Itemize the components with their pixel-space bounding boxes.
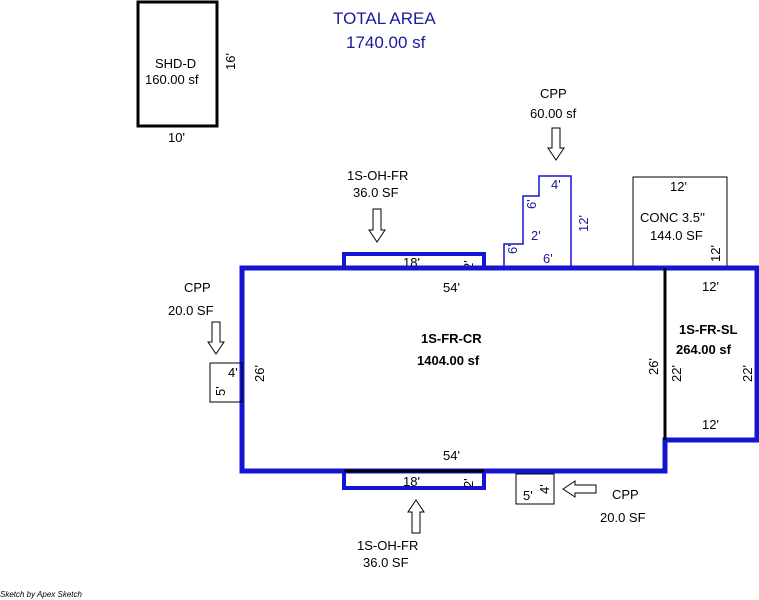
total-area-value: 1740.00 sf: [346, 33, 426, 52]
footer-credit: Sketch by Apex Sketch: [0, 590, 83, 599]
main-area: 1404.00 sf: [417, 353, 480, 368]
sl-dim-bottom: 12': [702, 417, 719, 432]
cpp-right-dim-h: 4': [537, 484, 552, 494]
main-dim-bottom: 54': [443, 448, 460, 463]
shed-area: 160.00 sf: [145, 72, 199, 87]
shed-name: SHD-D: [155, 56, 196, 71]
cpp-top-dim-top: 4': [551, 177, 561, 192]
sl-name: 1S-FR-SL: [679, 322, 738, 337]
cpp-left-area: 20.0 SF: [168, 303, 214, 318]
cpp-top-arrow-icon: [547, 127, 565, 161]
oh-top-area: 36.0 SF: [353, 185, 399, 200]
conc-area: 144.0 SF: [650, 228, 703, 243]
oh-bottom-dim-w: 2': [461, 478, 476, 488]
main-dim-top: 54': [443, 280, 460, 295]
cpp-top-outline: [503, 175, 572, 268]
main-dim-left: 26': [252, 365, 267, 382]
cpp-right-name: CPP: [612, 487, 639, 502]
oh-top-arrow-icon: [368, 208, 386, 243]
oh-top-name: 1S-OH-FR: [347, 168, 408, 183]
main-dim-right: 26': [646, 358, 661, 375]
cpp-left-arrow-icon: [207, 321, 225, 355]
oh-top-dim-w: 2': [461, 260, 476, 270]
conc-name: CONC 3.5'': [640, 210, 705, 225]
oh-bottom-name: 1S-OH-FR: [357, 538, 418, 553]
cpp-top-dim-bottom: 6': [543, 251, 553, 266]
oh-bottom-area: 36.0 SF: [363, 555, 409, 570]
cpp-top-dim-mid: 2': [531, 228, 541, 243]
cpp-top-area: 60.00 sf: [530, 106, 577, 121]
cpp-right-outline: [515, 473, 555, 505]
cpp-left-outline: [209, 362, 243, 403]
cpp-right-arrow-icon: [562, 480, 597, 498]
cpp-top-name: CPP: [540, 86, 567, 101]
sl-dim-left: 22': [669, 365, 684, 382]
conc-dim-right: 12': [708, 245, 723, 262]
cpp-top-dim-right: 12': [576, 215, 591, 232]
cpp-left-dim-w: 5': [213, 386, 228, 396]
shed-dim-bottom: 10': [168, 130, 185, 145]
sl-area: 264.00 sf: [676, 342, 732, 357]
total-area-title: TOTAL AREA: [333, 9, 436, 28]
cpp-top-dim-lower: 6': [505, 244, 520, 254]
cpp-top-dim-upper: 6': [524, 199, 539, 209]
oh-bottom-arrow-icon: [407, 499, 425, 534]
cpp-right-area: 20.0 SF: [600, 510, 646, 525]
sl-dim-right: 22': [740, 365, 755, 382]
conc-dim-top: 12': [670, 179, 687, 194]
cpp-left-name: CPP: [184, 280, 211, 295]
cpp-left-dim-h: 4': [228, 365, 238, 380]
main-name: 1S-FR-CR: [421, 331, 482, 346]
shed-outline: [136, 0, 219, 128]
shed-dim-side: 16': [223, 53, 238, 70]
oh-bottom-dim-len: 18': [403, 474, 420, 489]
cpp-right-dim-w: 5': [523, 488, 533, 503]
sl-dim-top: 12': [702, 279, 719, 294]
